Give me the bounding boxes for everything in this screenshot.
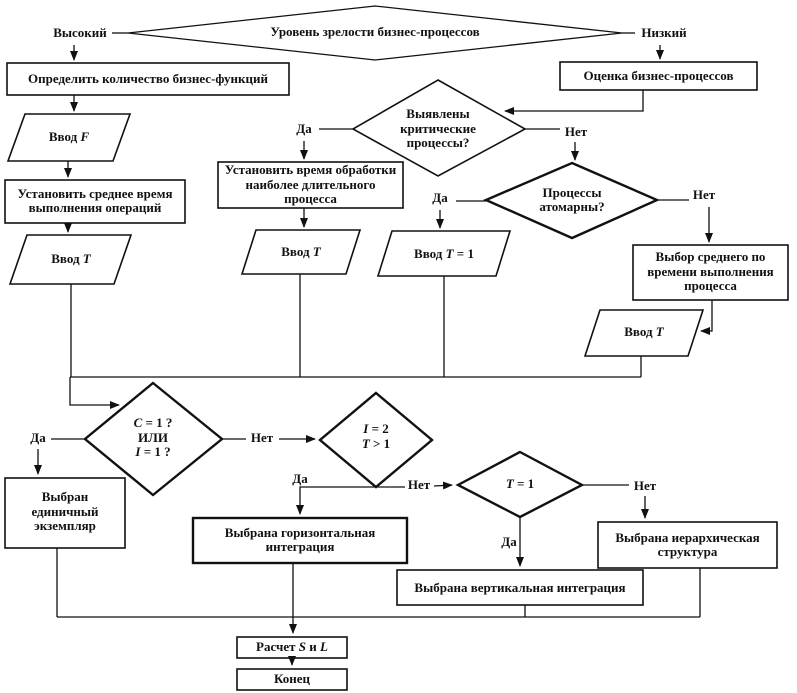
branch-label-high: Высокий [53,24,107,40]
process-assess-processes-shape [559,61,758,91]
arrow-i2-yes-to-horizontal [296,486,376,515]
process-define-function-count-shape [6,62,290,96]
decision-t-eq1-label: T = 1 [505,475,535,491]
io-input-f-shape [6,113,132,162]
process-vertical-integration-label: Выбрана вертикальная интеграция [414,579,626,595]
arrow-collector-to-c1 [69,377,120,409]
branch-label-no-i2: Нет [407,476,431,492]
process-set-avg-operation-time-shape [4,179,186,224]
decision-critical-processes-shape [351,79,527,177]
io-input-t-left-shape [8,234,133,285]
decision-c1-or-i1-shape [83,381,224,497]
decision-maturity-shape [127,5,623,61]
process-define-function-count-label: Определить количество бизнес-функций [28,70,268,86]
branch-label-no-c1: Нет [250,429,274,445]
io-input-t-mid-label: Ввод T [281,243,321,259]
process-single-instance-shape [4,477,126,549]
process-horizontal-integration-shape [191,516,409,565]
decision-atomic-processes-shape [482,161,660,240]
io-input-t-eq1-shape [376,230,512,277]
branch-label-yes-c1: Да [30,429,46,445]
terminator-end-label: Конец [273,671,311,687]
process-assess-processes-label: Оценка бизнес-процессов [583,67,734,83]
branch-label-no-t1: Нет [633,477,657,493]
branch-label-yes-atomic: Да [432,189,448,205]
branch-label-yes-i2: Да [292,470,308,486]
io-input-t-right-shape [583,309,705,357]
io-input-f-label: Ввод F [48,128,90,144]
io-input-t-mid-shape [240,229,362,275]
arrow-choose-avg-to-input-t-right [700,300,713,335]
branch-label-yes-critical: Да [296,120,312,136]
arrow-i2-no-to-t1 [433,481,453,490]
branch-label-low: Низкий [641,24,687,40]
process-vertical-integration-shape [396,569,644,606]
io-input-t-eq1-label: Ввод T = 1 [414,245,474,261]
io-input-t-left-label: Ввод T [51,250,91,266]
decision-maturity-label: Уровень зрелости бизнес-процессов [270,23,480,39]
io-input-t-right-label: Ввод T [624,323,664,339]
branch-label-no-critical: Нет [564,123,588,139]
terminator-end-shape [236,668,348,691]
branch-label-yes-t1: Да [501,533,517,549]
branch-label-no-atomic: Нет [692,186,716,202]
process-hierarchical-structure-shape [597,521,778,569]
process-set-longest-time-shape [217,161,404,209]
process-calc-s-l-label: Расчет S и L [256,639,328,655]
process-choose-avg-time-shape [632,244,789,301]
arrow-assess-to-critical [504,90,644,115]
